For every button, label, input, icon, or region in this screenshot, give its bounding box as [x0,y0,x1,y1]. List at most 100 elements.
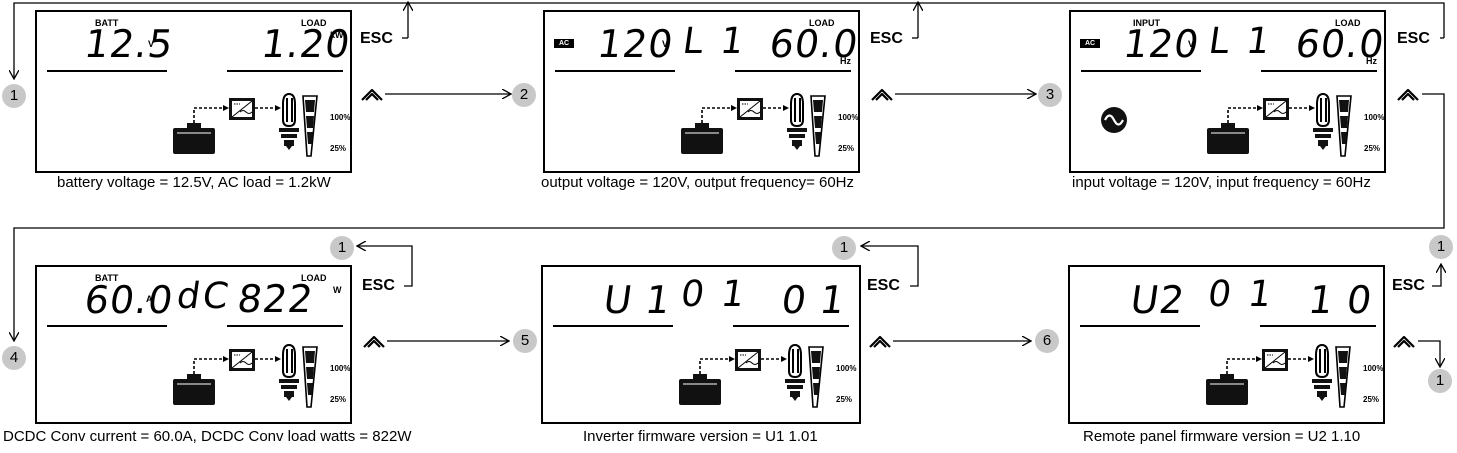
up-chevron-icon [1393,335,1415,348]
load-100-label: 100% [836,364,857,373]
step-number-badge: 3 [1038,83,1062,107]
right-value-readout: 822 [234,277,317,321]
inverter-icon [1262,349,1288,371]
load-100-label: 100% [1364,113,1385,122]
right-field-label: LOAD [301,273,327,283]
battery-icon [173,374,215,405]
flow-icons [681,92,826,157]
battery-icon [1206,374,1248,405]
right-field-label: LOAD [809,18,835,28]
right-underline [1261,70,1377,72]
load-100-label: 100% [1363,364,1384,373]
middle-segment-readout: dC [174,276,234,317]
right-value-readout: 1 0 [1305,278,1376,322]
load-level-icon [302,95,318,157]
load-level-icon [1335,346,1351,408]
load-25-label: 25% [838,144,855,153]
row-connector-line [14,93,1445,340]
load-100-label: 100% [330,364,351,373]
panel-caption: DCDC Conv current = 60.0A, DCDC Conv loa… [3,428,412,445]
ac-badge: AC [554,39,574,48]
left-value-readout: U 1 [600,278,674,322]
ac-badge: AC [1080,39,1100,48]
inverter-icon [229,98,255,120]
load-100-label: 100% [838,113,859,122]
esc-label: ESC [1392,277,1425,294]
middle-segment-readout: 0 1 [678,274,751,315]
right-underline [227,70,343,72]
panel-caption: Inverter firmware version = U1 1.01 [583,428,818,445]
flow-icons [173,343,318,408]
right-value-unit: Hz [840,56,851,66]
esc-label: ESC [1397,30,1430,47]
left-value-unit: V [662,39,669,49]
step-number-badge: 4 [2,346,26,370]
flow-icons [1206,343,1351,408]
load-25-label: 25% [330,395,347,404]
right-underline [733,325,849,327]
right-underline [735,70,851,72]
bulb-icon [1313,92,1333,150]
left-field-label: BATT [95,273,119,283]
load-25-label: 25% [330,144,347,153]
step-number-badge: 1 [1428,369,1452,393]
right-value-unit: Hz [1366,56,1377,66]
bulb-icon [785,343,805,401]
battery-icon [1207,123,1249,154]
esc-label: ESC [360,30,393,47]
step-number-badge: 1 [2,84,26,108]
flow-icons [1207,92,1352,157]
panel-caption: Remote panel firmware version = U2 1.10 [1083,428,1361,445]
up-chevron-icon [361,88,383,101]
flow-icons [679,343,824,408]
load-level-icon [302,346,318,408]
up-chevron-icon [363,335,385,348]
right-value-unit: kW [330,30,344,40]
step-number-badge: 5 [513,329,537,353]
left-underline [1080,325,1200,327]
load-level-icon [808,346,824,408]
load-level-icon [810,95,826,157]
esc-return-line [358,246,413,287]
loop-top-line [14,2,1445,78]
esc-return-line [1432,265,1441,287]
inverter-icon [1263,98,1289,120]
up-chevron-icon [871,88,893,101]
right-value-readout: 0 1 [778,278,849,322]
right-field-label: LOAD [1335,18,1361,28]
ac-input-sine-icon [1101,107,1127,133]
battery-icon [173,123,215,154]
up-chevron-icon [1397,88,1419,101]
left-underline [47,325,167,327]
bulb-icon [787,92,807,150]
lcd-panel-6: U2 0 1 1 0 100% 25% [1068,265,1385,424]
left-underline [553,325,673,327]
left-value-readout: U2 [1127,278,1188,322]
load-25-label: 25% [1364,144,1381,153]
inverter-icon [229,349,255,371]
load-level-icon [1336,95,1352,157]
left-field-label: INPUT [1133,18,1160,28]
flow-icons [173,92,318,157]
middle-segment-readout: 0 1 [1205,274,1278,315]
bulb-icon [1312,343,1332,401]
bulb-icon [279,343,299,401]
step-number-badge: 2 [512,83,536,107]
left-underline [47,70,167,72]
middle-segment-readout: L 1 [680,21,750,62]
bulb-icon [279,92,299,150]
esc-label: ESC [362,277,395,294]
next-arrow-line [1418,340,1440,366]
load-25-label: 25% [836,395,853,404]
left-underline [1081,70,1201,72]
left-value-unit: A [146,294,153,304]
up-chevron-icon [869,335,891,348]
left-value-readout: 60.0 [81,278,177,322]
load-25-label: 25% [1363,395,1380,404]
step-number-badge: 1 [1429,235,1453,259]
esc-label: ESC [870,30,903,47]
